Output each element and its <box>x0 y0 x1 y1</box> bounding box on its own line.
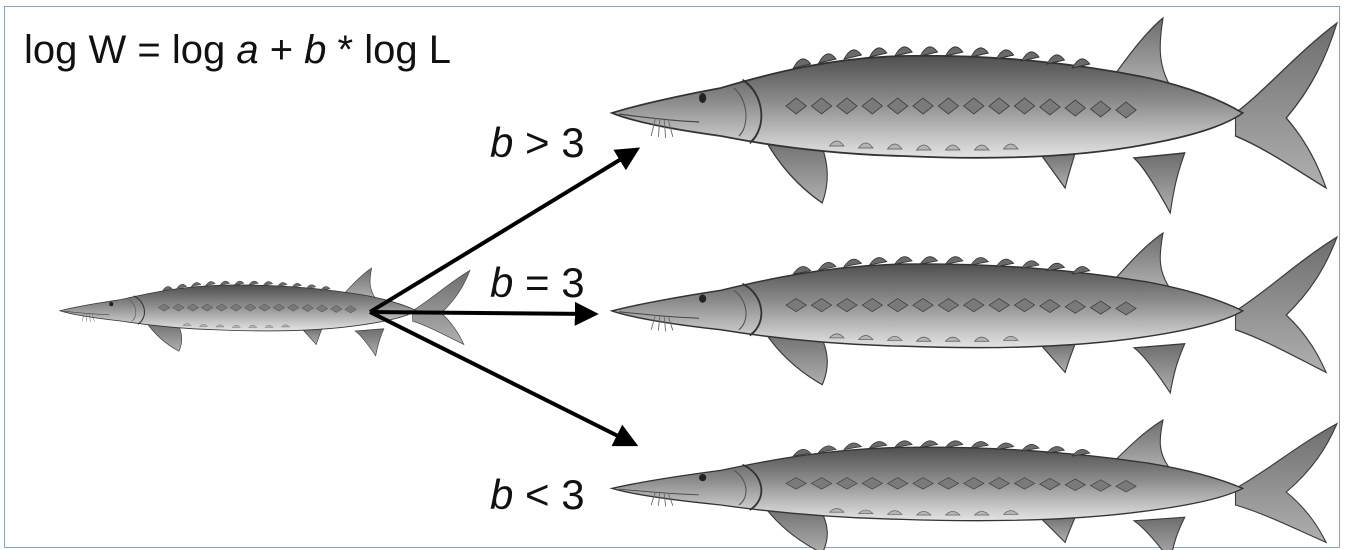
length-weight-equation: log W = log a + b * log L <box>24 30 451 70</box>
arrow-to-slender <box>370 312 634 444</box>
large-sturgeon-image-isometric <box>612 233 1337 393</box>
large-sturgeon-image-heavy <box>612 18 1337 213</box>
large-sturgeon-image-slender <box>612 420 1337 550</box>
arrow-to-isometric <box>370 312 594 314</box>
label-b-greater-than-3: b > 3 <box>490 122 585 164</box>
label-b-less-than-3: b < 3 <box>490 474 585 516</box>
label-b-equals-3: b = 3 <box>490 262 585 304</box>
